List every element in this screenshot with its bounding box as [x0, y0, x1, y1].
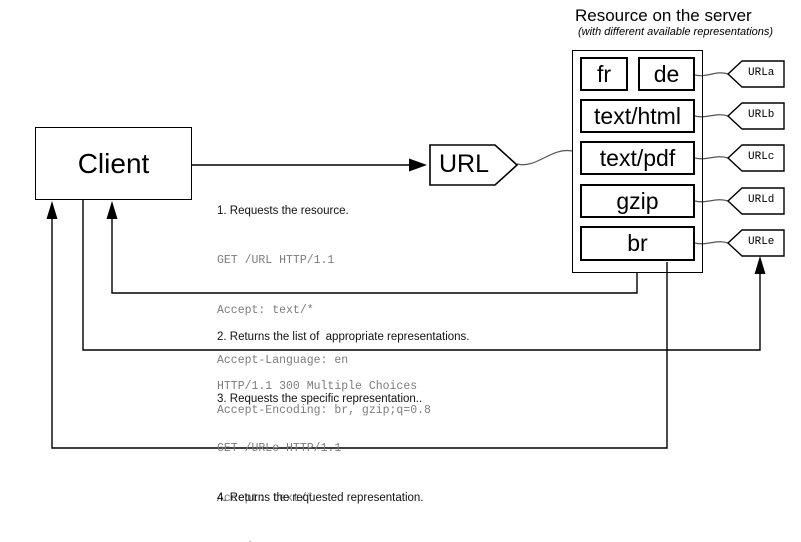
step-1-label: 1. Requests the resource. — [217, 205, 349, 217]
representation-br: br — [580, 226, 695, 261]
client-label: Client — [77, 147, 150, 179]
tag-urlb-label: URLb — [748, 109, 775, 121]
arrow-request-specific — [82, 200, 766, 351]
tag-urlc-label: URLc — [748, 151, 775, 163]
step-1-block: 1. Requests the resource. GET /URL HTTP/… — [217, 168, 431, 454]
server-subtitle: (with different available representation… — [578, 26, 774, 38]
representation-label: gzip — [616, 187, 659, 214]
connector-br-to-urle — [694, 241, 729, 245]
connector-de-to-urla — [694, 72, 729, 77]
representation-label: text/pdf — [599, 144, 676, 171]
step-3-block: 3. Requests the specific representation.… — [217, 356, 431, 542]
step-2-label: 2. Returns the list of appropriate repre… — [217, 331, 470, 343]
server-title: Resource on the server — [575, 6, 752, 25]
step-1-line: Accept-Encoding: br, gzip;q=0.8 — [217, 404, 431, 417]
step-1-line: Accept-Language: en — [217, 354, 349, 367]
representation-label: br — [627, 230, 648, 256]
representation-label: fr — [596, 60, 612, 87]
url-node-label: URL — [438, 150, 489, 178]
tag-urle-shape — [726, 229, 785, 257]
url-node-shape — [429, 144, 519, 186]
connector-textpdf-to-urlc — [694, 156, 729, 160]
arrow-request-resource — [192, 158, 427, 172]
tag-urlb-shape — [726, 102, 785, 130]
client-box: Client — [35, 127, 192, 200]
arrowhead-right-icon — [409, 158, 427, 172]
step-4-block: 4. Returns the requested representation.… — [217, 455, 424, 542]
representation-text-pdf: text/pdf — [580, 141, 695, 175]
step-3-line: Accept: text/* — [217, 492, 314, 505]
connector-url-to-server — [516, 149, 573, 166]
connector-gzip-to-urld — [694, 199, 729, 203]
step-2-block: 2. Returns the list of appropriate repre… — [217, 294, 470, 430]
connector-texthtml-to-urlb — [694, 114, 729, 118]
step-3-line: GET /URLe HTTP/1.1 — [217, 442, 342, 455]
tag-urla-shape — [726, 60, 785, 88]
step-1-line: Accept: text/* — [217, 304, 314, 317]
tag-urlc-shape — [726, 144, 785, 172]
server-box — [572, 50, 703, 273]
representation-gzip: gzip — [580, 184, 695, 218]
representation-fr: fr — [580, 57, 628, 91]
arrowhead-up-icon — [754, 256, 766, 274]
tag-urle-label: URLe — [748, 236, 775, 248]
arrow-returns-list — [106, 201, 638, 294]
tag-urld-label: URLd — [748, 194, 775, 206]
representation-de: de — [638, 57, 695, 91]
representation-label: text/html — [594, 102, 681, 129]
step-1-line: GET /URL HTTP/1.1 — [217, 254, 335, 267]
arrow-returns-representation — [46, 201, 668, 449]
step-3-label: 3. Requests the specific representation.… — [217, 393, 423, 405]
arrowhead-up-icon — [46, 201, 58, 219]
tag-urla-label: URLa — [748, 67, 775, 79]
arrowhead-up-icon — [106, 201, 118, 219]
step-2-line: HTTP/1.1 300 Multiple Choices — [217, 380, 418, 393]
tag-urld-shape — [726, 187, 785, 215]
representation-text-html: text/html — [580, 99, 695, 133]
representation-label: de — [653, 60, 680, 87]
step-4-label: 4. Returns the requested representation. — [217, 492, 424, 504]
